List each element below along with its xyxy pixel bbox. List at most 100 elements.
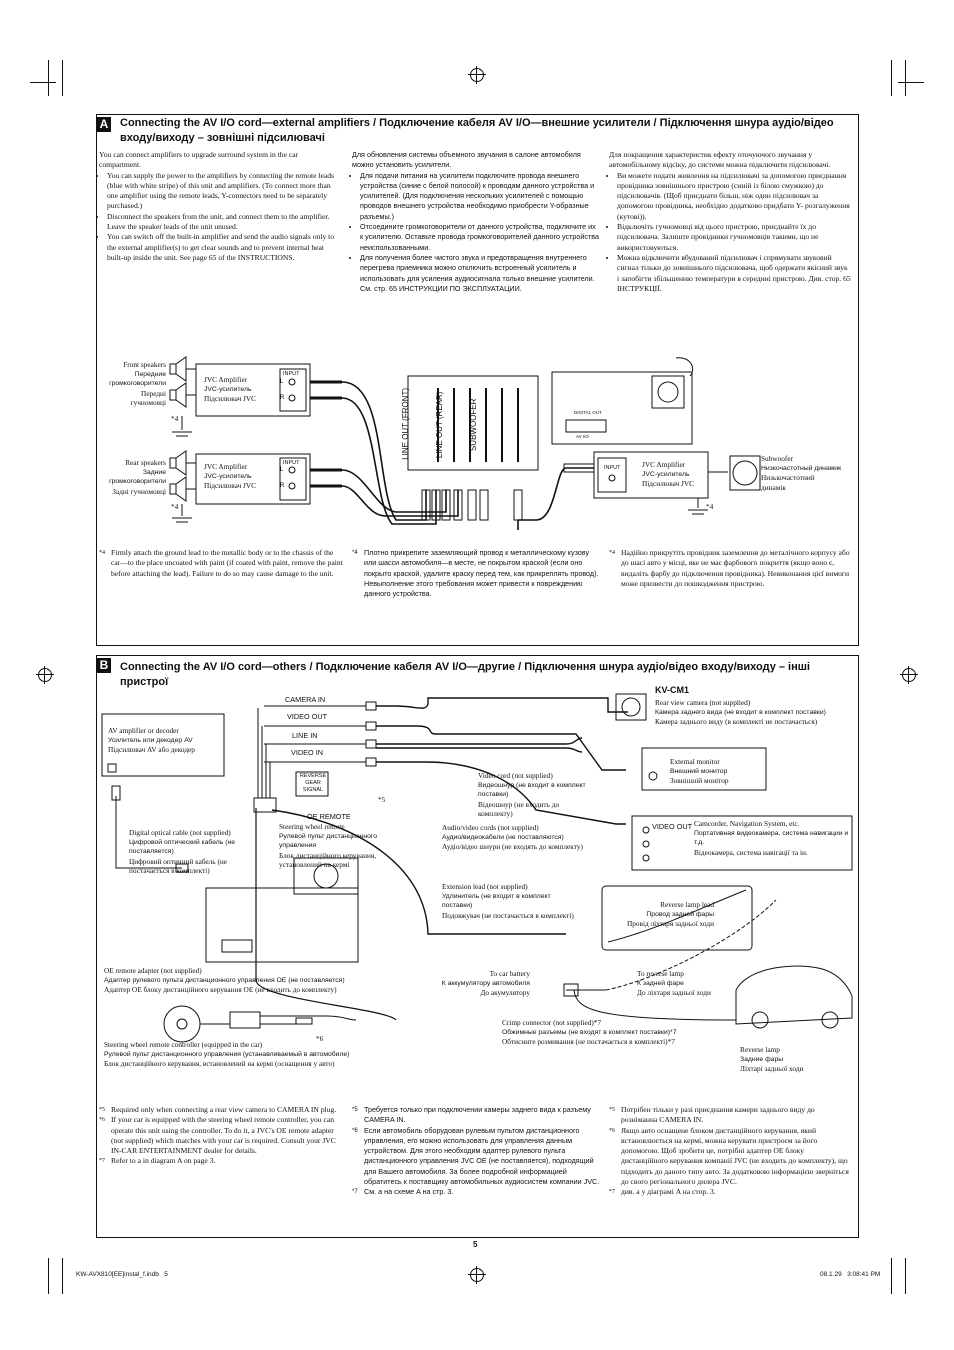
bullet: Можна відключити вбудований підсилювач і…: [617, 253, 851, 294]
bullet: Відключіть гучномовці від цього пристрою…: [617, 222, 851, 253]
camcorder-video-out-label: VIDEO OUT: [652, 822, 693, 831]
channel-r-label: R: [280, 483, 285, 489]
section-a-english-text: You can connect amplifiers to upgrade su…: [99, 150, 341, 263]
line-out-front-label: LINE OUT (FRONT): [401, 387, 411, 460]
footnote-4-ukrainian: *4 Надійно прикрутіть провідник заземлен…: [609, 548, 850, 588]
bullet: Для получения более чистого звука и пред…: [360, 253, 600, 294]
speaker-icon: [169, 450, 187, 476]
registration-mark-icon: [468, 1266, 486, 1284]
crop-mark: [30, 82, 56, 83]
registration-mark-icon: [36, 666, 54, 684]
amplifier-rear-box: [195, 453, 311, 505]
channel-l-label: L: [280, 467, 284, 473]
external-monitor-box: [641, 747, 767, 791]
car-battery-label: To car battery К аккумулятору автомобиля…: [441, 969, 530, 998]
steering-remote-label: Steering wheel remote Рулевой пульт дист…: [279, 822, 378, 870]
footnote-ref: *4: [706, 502, 714, 511]
amplifier-wiring-diagram: [169, 356, 761, 530]
amp-input-label: INPUT: [604, 465, 621, 471]
crop-mark: [62, 1258, 63, 1294]
bullet: Отсоедините громкоговорители от данного …: [360, 222, 600, 253]
channel-l-label: L: [280, 379, 284, 385]
registration-mark-icon: [900, 666, 918, 684]
rear-speakers-label: Rear speakers Задние громкоговорители За…: [109, 458, 166, 496]
reverse-lamp-label: Reverse lamp Задние фары Ліхтарі задньої…: [740, 1045, 804, 1074]
section-a-ukrainian-text: Для покращення характеристик ефекту оточ…: [609, 150, 851, 294]
speaker-icon: [169, 356, 187, 382]
intro-text: Для обновления системы объемного звучани…: [352, 150, 581, 170]
camera-icon: [615, 693, 647, 721]
page-number: 5: [473, 1240, 478, 1249]
line-out-rear-label: LINE OUT (REAR): [435, 391, 445, 459]
registration-mark-icon: [468, 66, 486, 84]
section-a: [96, 114, 859, 646]
optical-cable-label: Digital optical cable (not supplied) Циф…: [129, 828, 235, 876]
steering-wheel-icon: [163, 1005, 201, 1043]
front-speakers-label: Front speakers Передние громкоговорители…: [109, 360, 166, 408]
rear-camera-label: Rear view camera (not supplied) Камера з…: [655, 698, 826, 727]
video-cord-label: Video cord (not supplied) Видеошнур (не …: [478, 771, 586, 819]
av-cords-label: Audio/video cords (not supplied) Аудио/в…: [442, 823, 583, 852]
intro-text: Для покращення характеристик ефекту оточ…: [609, 150, 831, 170]
video-in-label: VIDEO IN: [291, 748, 324, 757]
av-amplifier-box: [101, 713, 225, 777]
channel-r-label: R: [280, 395, 285, 401]
camcorder-box: [631, 815, 853, 871]
amp-input-label: INPUT: [283, 460, 300, 466]
to-reverse-lamp-label: To reverse lamp К задней фаре До ліхтаря…: [637, 969, 711, 998]
reverse-gear-signal-label: REVERSE GEAR SIGNAL: [299, 773, 327, 793]
subwoofer-icon: [729, 455, 761, 491]
footnote-4-english: *4 Firmly attach the ground lead to the …: [99, 548, 343, 578]
footnote-ref: *6: [316, 1034, 324, 1043]
footer-date: 08.1.29 3:08:41 PM: [820, 1271, 881, 1278]
amplifier-subwoofer-box: [593, 451, 709, 499]
rear-amplifier-label: JVC Amplifier JVC-усилитель Підсилювач J…: [204, 462, 257, 491]
av-io-label: AV I/O: [576, 434, 589, 439]
line-out-cord-panel: [407, 375, 539, 471]
head-unit-rear: [205, 887, 359, 963]
subwoofer-out-label: SUBWOOFER: [469, 398, 479, 452]
footnote-4-russian: *4 Плотно прикрепите заземляющий провод …: [352, 548, 599, 599]
subwoofer-amplifier-label: JVC Amplifier JVC-усилитель Підсилювач J…: [642, 460, 695, 489]
section-b-title: Connecting the AV I/O cord—others / Подк…: [120, 661, 810, 688]
av-amplifier-label: AV amplifier or decoder Усилитель или де…: [108, 726, 195, 755]
camcorder-label: Camcorder, Navigation System, etc. Порта…: [694, 819, 849, 857]
av-io-wiring-diagram: [101, 693, 853, 1043]
subwoofer-label: Subwoofer Низкочастотный динамик Низькоч…: [761, 454, 842, 492]
speaker-icon: [169, 382, 187, 408]
section-b: [96, 655, 859, 1238]
amp-input-label: INPUT: [283, 371, 300, 377]
intro-text: You can connect amplifiers to upgrade su…: [99, 150, 299, 170]
section-a-badge: A: [97, 117, 111, 132]
section-a-russian-text: Для обновления системы объемного звучани…: [352, 150, 600, 294]
crop-mark: [905, 60, 906, 96]
section-a-title: Connecting the AV I/O cord—external ampl…: [120, 117, 834, 144]
section-b-badge: B: [97, 658, 111, 673]
crop-mark: [62, 60, 63, 96]
crop-mark: [48, 60, 49, 96]
oe-adapter-icon: [229, 1011, 261, 1029]
reverse-lamp-lead-label: Reverse lamp lead Провод задней фары Про…: [626, 900, 714, 929]
footnote-ref: *4: [171, 502, 179, 511]
oe-adapter-label: OE remote adapter (not supplied) Адаптер…: [104, 966, 345, 995]
front-amplifier-label: JVC Amplifier JVC-усилитель Підсилювач J…: [204, 375, 257, 404]
footer-file-name: KW-AVX810[EE]instal_f.indb 5: [76, 1271, 168, 1278]
bullet: Ви можете подати живлення на підсилювачі…: [617, 171, 851, 222]
crop-mark: [905, 1258, 906, 1294]
external-monitor-label: External monitor Внешний монитор Зовнішн…: [670, 757, 729, 786]
crop-mark: [48, 1258, 49, 1294]
speaker-icon: [169, 476, 187, 502]
footnote-ref: *5: [378, 795, 386, 804]
bullet: You can supply the power to the amplifie…: [107, 171, 341, 212]
crop-mark: [898, 82, 924, 83]
bullet: You can switch off the built-in amplifie…: [107, 232, 341, 263]
line-in-label: LINE IN: [292, 731, 318, 740]
crop-mark: [891, 60, 892, 96]
steering-controller-label: Steering wheel remote controller (equipp…: [104, 1040, 350, 1069]
video-out-label: VIDEO OUT: [287, 712, 328, 721]
crop-mark: [891, 1258, 892, 1294]
crimp-connector-label: Crimp connector (not supplied)*7 Обжимны…: [502, 1018, 677, 1047]
